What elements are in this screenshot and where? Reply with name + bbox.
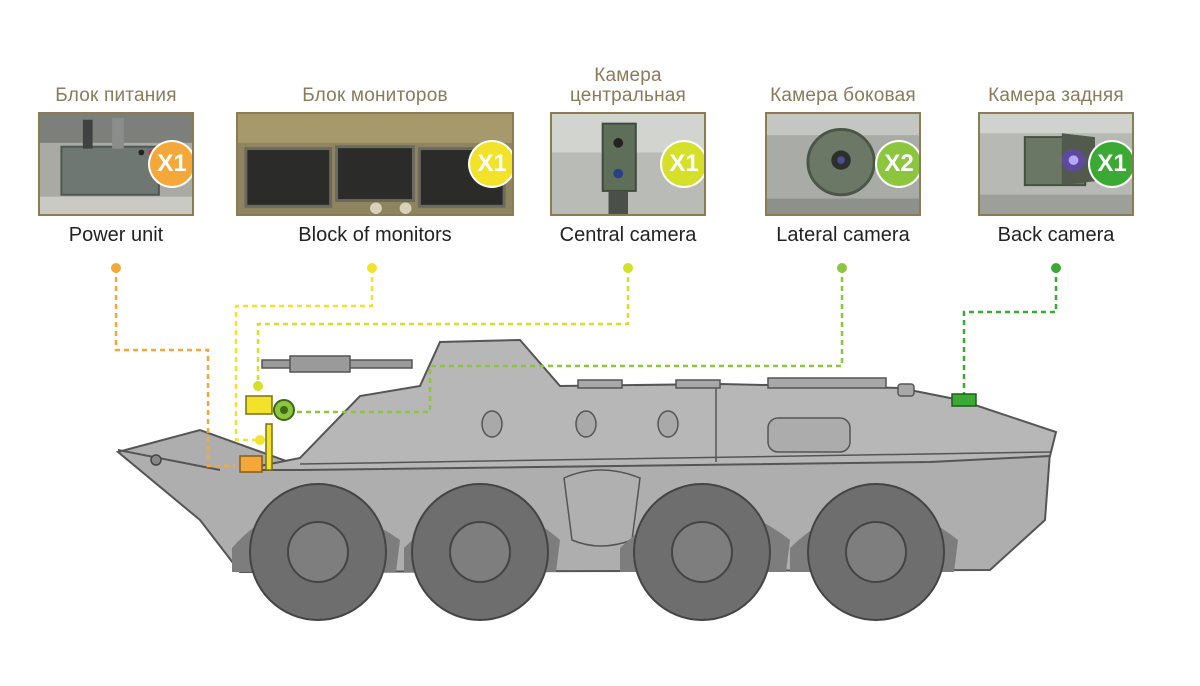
power-unit-count-badge: X1 bbox=[150, 142, 192, 186]
component-back-camera: Камера задняя X1 Back camera bbox=[976, 60, 1136, 247]
back-camera-count-badge: X1 bbox=[1090, 142, 1132, 186]
back-camera-marker bbox=[951, 393, 977, 407]
monitors-connector bbox=[234, 268, 374, 442]
central-camera-photo: X1 bbox=[550, 112, 706, 216]
monitors-en-label: Block of monitors bbox=[298, 224, 452, 246]
central-camera-en-label: Central camera bbox=[559, 224, 697, 246]
apc-wheels bbox=[249, 483, 945, 621]
power-unit-photo: X1 bbox=[38, 112, 194, 216]
back-camera-ru-label: Камера задняя bbox=[988, 85, 1124, 106]
power-unit-connector bbox=[114, 268, 236, 468]
monitors-count-badge: X1 bbox=[470, 142, 512, 186]
power-unit-en-label: Power unit bbox=[68, 224, 164, 246]
back-camera-en-label: Back camera bbox=[997, 224, 1115, 246]
back-camera-photo: X1 bbox=[978, 112, 1134, 216]
central-camera-connector bbox=[256, 268, 630, 386]
power-unit-ru-label: Блок питания bbox=[55, 85, 177, 106]
component-lateral-camera: Камера боковая X2 Lateral camera bbox=[763, 60, 923, 247]
monitors-marker-bar bbox=[265, 423, 273, 471]
power-unit-marker bbox=[239, 455, 263, 473]
component-block-of-monitors: Блок мониторов X1 Block of monitors bbox=[234, 60, 516, 247]
component-central-camera: Камера центральная X1 Central camera bbox=[548, 60, 708, 247]
central-camera-ru-label: Камера центральная bbox=[569, 65, 687, 106]
lateral-camera-ru-label: Камера боковая bbox=[770, 85, 916, 106]
central-camera-count-badge: X1 bbox=[662, 142, 704, 186]
lateral-camera-photo: X2 bbox=[765, 112, 921, 216]
apc-vehicle-illustration bbox=[115, 338, 1058, 621]
monitors-photo: X1 bbox=[236, 112, 514, 216]
central-camera-marker bbox=[253, 381, 263, 391]
monitors-marker-dot bbox=[255, 435, 265, 445]
monitors-ru-label: Блок мониторов bbox=[302, 85, 448, 106]
lateral-camera-count-badge: X2 bbox=[877, 142, 919, 186]
lateral-camera-en-label: Lateral camera bbox=[776, 224, 910, 246]
back-camera-connector bbox=[962, 268, 1058, 394]
lateral-camera-connector bbox=[292, 268, 844, 414]
component-power-unit: Блок питания X1 Power unit bbox=[36, 60, 196, 247]
monitors-marker bbox=[245, 395, 273, 415]
